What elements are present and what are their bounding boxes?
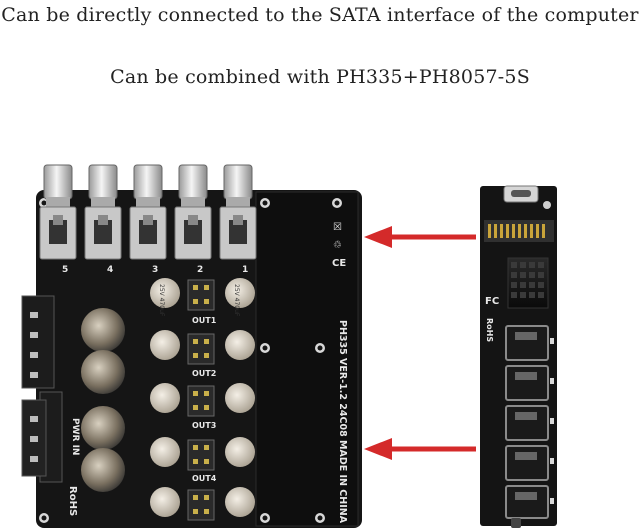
- board-model-text: PH335 VER-1.2 24C08 MADE IN CHINA: [337, 320, 348, 524]
- recycle-icon: ♲: [333, 240, 342, 251]
- svg-text:OUT3: OUT3: [192, 421, 216, 430]
- push-switch-row: [39, 164, 257, 260]
- arrow-lower: [364, 438, 476, 460]
- sata-adapter-card: FC RoHS: [480, 185, 557, 528]
- svg-text:3: 3: [152, 265, 158, 275]
- certification-marks: ☒ ♲ CE: [332, 222, 346, 269]
- adapter-fc-label: FC: [485, 296, 499, 307]
- svg-text:4: 4: [107, 265, 113, 275]
- board-rohs-label: RoHS: [67, 486, 78, 516]
- svg-text:OUT1: OUT1: [192, 316, 217, 325]
- capacitor-markings: 25V 470uF 25V 470uF: [158, 284, 240, 317]
- pwr-in-label: PWR IN: [70, 418, 80, 455]
- adapter-rohs-label: RoHS: [485, 318, 494, 342]
- svg-text:25V 470uF: 25V 470uF: [233, 284, 240, 317]
- svg-text:25V 470uF: 25V 470uF: [158, 284, 165, 317]
- svg-text:OUT4: OUT4: [192, 474, 217, 483]
- small-capacitors: [150, 278, 255, 517]
- svg-text:5: 5: [62, 265, 68, 275]
- sata-ports: [505, 325, 549, 519]
- caption-line-1: Can be directly connected to the SATA in…: [1, 4, 639, 26]
- svg-text:1: 1: [242, 265, 248, 275]
- out-labels: OUT1 OUT2 OUT3 OUT4: [192, 316, 217, 483]
- power-connector: [21, 295, 63, 483]
- svg-text:2: 2: [197, 265, 203, 275]
- output-headers: [187, 279, 215, 521]
- switch-number-labels: 5 4 3 2 1: [62, 265, 248, 275]
- large-capacitors: [81, 308, 125, 492]
- weee-icon: ☒: [333, 222, 342, 233]
- arrow-upper: [364, 226, 476, 248]
- ph335-board: 5 4 3 2 1 PWR IN RoHS: [21, 164, 362, 528]
- svg-text:OUT2: OUT2: [192, 369, 216, 378]
- svg-text:CE: CE: [332, 258, 346, 269]
- caption-line-2: Can be combined with PH335+PH8057-5S: [110, 66, 530, 88]
